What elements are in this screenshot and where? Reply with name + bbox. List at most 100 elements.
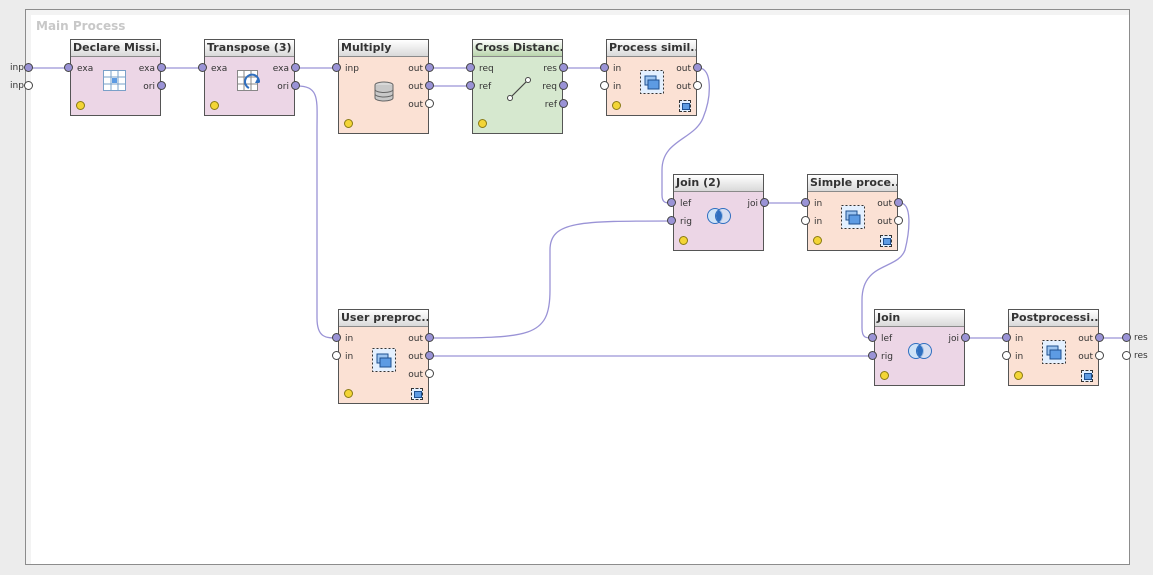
port-multiply-in-inp[interactable]	[332, 63, 341, 72]
wire-userpre-to-join2	[430, 220, 672, 339]
operator-join-2[interactable]: Join (2) lef rig joi	[673, 174, 764, 251]
table-grid-icon	[103, 70, 126, 91]
port-transpose-out-ori[interactable]	[291, 81, 300, 90]
port-label: exa	[272, 64, 289, 74]
port-label: out	[1078, 352, 1093, 362]
operator-title: Transpose (3)	[205, 40, 294, 57]
operator-join[interactable]: Join lef rig joi	[874, 309, 965, 386]
nested-subprocess-icon[interactable]	[1081, 370, 1093, 382]
port-post-out-1[interactable]	[1095, 333, 1104, 342]
port-label: inp	[345, 64, 359, 74]
operator-title: User preproc...	[339, 310, 428, 327]
port-cross-in-ref[interactable]	[466, 81, 475, 90]
port-label: rig	[881, 352, 893, 362]
port-join-in-lef[interactable]	[868, 333, 877, 342]
port-userpre-in-2[interactable]	[332, 351, 341, 360]
port-join2-out-joi[interactable]	[760, 198, 769, 207]
status-indicator	[612, 101, 621, 110]
process-input-port-2[interactable]	[24, 81, 33, 90]
port-declare-in-exa[interactable]	[64, 63, 73, 72]
process-input-port-1[interactable]	[24, 63, 33, 72]
port-multiply-out-1[interactable]	[425, 63, 434, 72]
port-simple-in-1[interactable]	[801, 198, 810, 207]
port-label: joi	[948, 334, 959, 344]
port-cross-out-res[interactable]	[559, 63, 568, 72]
port-label: in	[1015, 352, 1024, 362]
port-declare-out-exa[interactable]	[157, 63, 166, 72]
port-multiply-out-2[interactable]	[425, 81, 434, 90]
subprocess-icon	[841, 205, 865, 229]
operator-multiply[interactable]: Multiply inp out out out	[338, 39, 429, 134]
port-transpose-in-exa[interactable]	[198, 63, 207, 72]
port-label: ref	[479, 82, 492, 92]
distance-icon	[507, 77, 531, 101]
port-label: exa	[211, 64, 228, 74]
result-port-1[interactable]	[1122, 333, 1131, 342]
port-cross-in-req[interactable]	[466, 63, 475, 72]
subprocess-icon	[640, 70, 664, 94]
port-procsim-out-1[interactable]	[693, 63, 702, 72]
status-indicator	[344, 389, 353, 398]
port-cross-out-ref[interactable]	[559, 99, 568, 108]
join-venn-icon	[707, 208, 731, 224]
port-label: exa	[77, 64, 94, 74]
port-procsim-in-2[interactable]	[600, 81, 609, 90]
operator-user-preprocessing[interactable]: User preproc... in in out out out	[338, 309, 429, 404]
port-join-out-joi[interactable]	[961, 333, 970, 342]
port-label: out	[408, 64, 423, 74]
operator-transpose[interactable]: Transpose (3) exa exa ori	[204, 39, 295, 116]
result-port-label-2: res	[1134, 351, 1148, 361]
database-stack-icon	[374, 81, 394, 102]
nested-subprocess-icon[interactable]	[880, 235, 892, 247]
port-post-out-2[interactable]	[1095, 351, 1104, 360]
port-userpre-out-1[interactable]	[425, 333, 434, 342]
port-procsim-out-2[interactable]	[693, 81, 702, 90]
operator-title: Process simil...	[607, 40, 696, 57]
operator-cross-distances[interactable]: Cross Distanc... req ref res req ref	[472, 39, 563, 134]
port-label: req	[542, 82, 557, 92]
port-join-in-rig[interactable]	[868, 351, 877, 360]
operator-postprocessing[interactable]: Postprocessi... in in out out	[1008, 309, 1099, 386]
port-userpre-out-2[interactable]	[425, 351, 434, 360]
status-indicator	[1014, 371, 1023, 380]
port-join2-in-lef[interactable]	[667, 198, 676, 207]
port-label: res	[543, 64, 557, 74]
port-simple-out-1[interactable]	[894, 198, 903, 207]
nested-subprocess-icon[interactable]	[411, 388, 423, 400]
operator-declare-missing[interactable]: Declare Missi... exa exa ori	[70, 39, 161, 116]
status-indicator	[344, 119, 353, 128]
port-multiply-out-3[interactable]	[425, 99, 434, 108]
status-indicator	[76, 101, 85, 110]
operator-process-similarity[interactable]: Process simil... in in out out	[606, 39, 697, 116]
operator-title: Join (2)	[674, 175, 763, 192]
status-indicator	[210, 101, 219, 110]
port-post-in-1[interactable]	[1002, 333, 1011, 342]
port-label: out	[877, 199, 892, 209]
transpose-icon	[237, 70, 261, 91]
port-label: out	[676, 82, 691, 92]
result-port-2[interactable]	[1122, 351, 1131, 360]
subprocess-icon	[372, 348, 396, 372]
port-label: out	[408, 100, 423, 110]
port-label: in	[814, 199, 823, 209]
port-userpre-out-3[interactable]	[425, 369, 434, 378]
port-label: lef	[680, 199, 692, 209]
nested-subprocess-icon[interactable]	[679, 100, 691, 112]
status-indicator	[679, 236, 688, 245]
port-userpre-in-1[interactable]	[332, 333, 341, 342]
port-label: out	[408, 82, 423, 92]
port-simple-in-2[interactable]	[801, 216, 810, 225]
port-cross-out-req[interactable]	[559, 81, 568, 90]
status-indicator	[478, 119, 487, 128]
port-simple-out-2[interactable]	[894, 216, 903, 225]
port-join2-in-rig[interactable]	[667, 216, 676, 225]
port-procsim-in-1[interactable]	[600, 63, 609, 72]
port-declare-out-ori[interactable]	[157, 81, 166, 90]
port-label: in	[814, 217, 823, 227]
operator-simple-process[interactable]: Simple proce... in in out out	[807, 174, 898, 251]
port-post-in-2[interactable]	[1002, 351, 1011, 360]
port-transpose-out-exa[interactable]	[291, 63, 300, 72]
port-label: in	[613, 64, 622, 74]
port-label: in	[345, 334, 354, 344]
